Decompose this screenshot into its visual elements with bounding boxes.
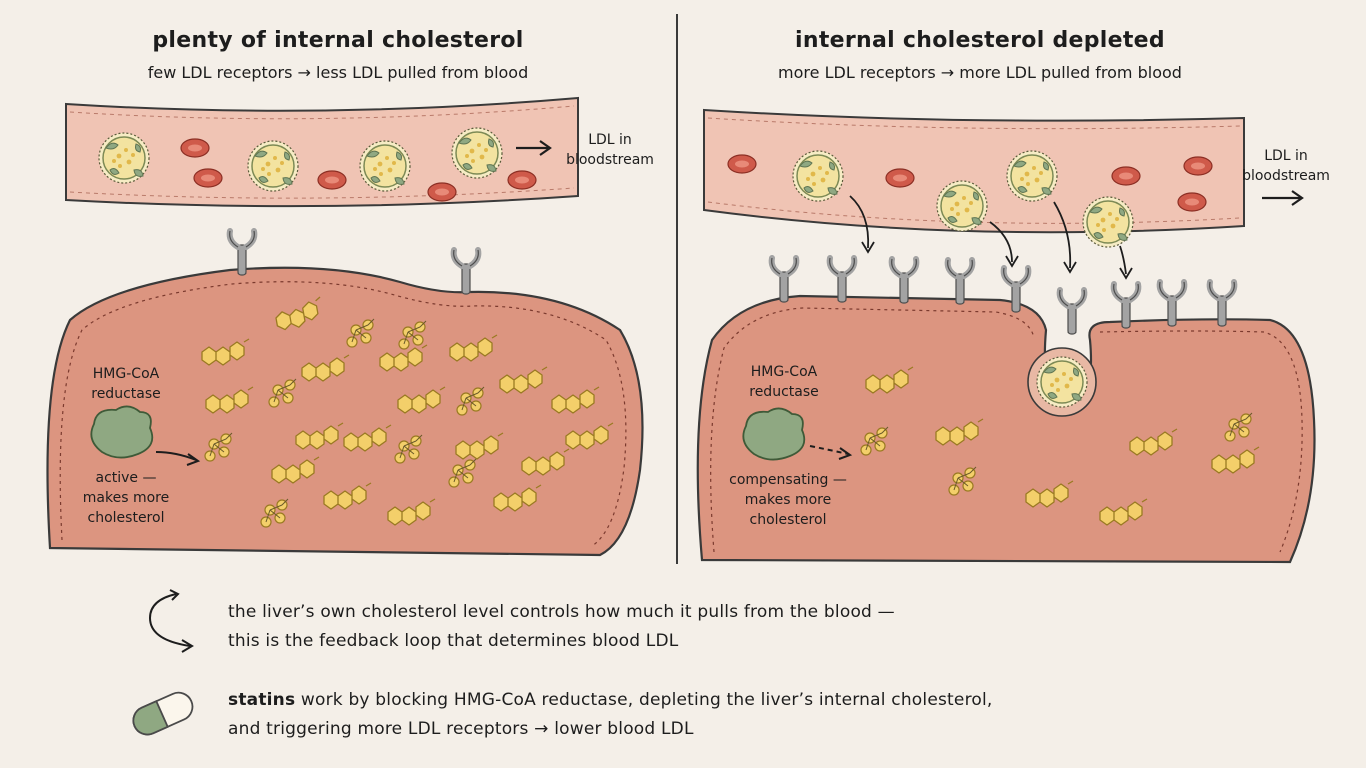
statins-keyword: statins	[228, 690, 296, 710]
right-panel-subtitle: more LDL receptors → more LDL pulled fro…	[778, 63, 1182, 82]
feedback-loop-icon	[148, 589, 194, 653]
left-enzyme-label: HMG-CoA reductase	[91, 366, 161, 402]
statin-pill-icon	[132, 691, 194, 736]
right-enzyme-state: compensating — makes more cholesterol	[729, 472, 847, 528]
right-enzyme-arrow	[809, 445, 853, 460]
statins-line-1-rest: work by blocking HMG-CoA reductase, depl…	[295, 690, 993, 710]
right-enzyme-label: HMG-CoA reductase	[749, 364, 819, 400]
right-hmg-coa-enzyme	[742, 407, 806, 461]
left-flow-arrow	[516, 140, 552, 156]
left-enzyme-state: active — makes more cholesterol	[82, 470, 170, 526]
statins-line-1: statins work by blocking HMG-CoA reducta…	[228, 686, 993, 715]
feedback-text: the liver’s own cholesterol level contro…	[228, 598, 895, 656]
left-hmg-coa-enzyme	[90, 405, 154, 459]
statins-line-2: and triggering more LDL receptors → lowe…	[228, 719, 694, 739]
right-panel-title: internal cholesterol depleted	[795, 28, 1165, 53]
left-liver-cell	[46, 266, 644, 557]
left-ldl-label: LDL in bloodstream	[566, 132, 654, 168]
left-panel-title: plenty of internal cholesterol	[152, 28, 524, 53]
statins-text: statins work by blocking HMG-CoA reducta…	[228, 686, 993, 744]
right-flow-arrow	[1262, 190, 1304, 206]
right-uptake-arrows	[849, 195, 1133, 280]
panel-divider	[676, 14, 678, 564]
right-ldl-label: LDL in bloodstream	[1242, 148, 1330, 184]
left-enzyme-arrow	[155, 451, 201, 466]
feedback-line-1: the liver’s own cholesterol level contro…	[228, 602, 895, 622]
right-endocytosed-ldl	[1027, 347, 1097, 417]
left-panel-subtitle: few LDL receptors → less LDL pulled from…	[147, 63, 529, 82]
feedback-line-2: this is the feedback loop that determine…	[228, 631, 679, 651]
